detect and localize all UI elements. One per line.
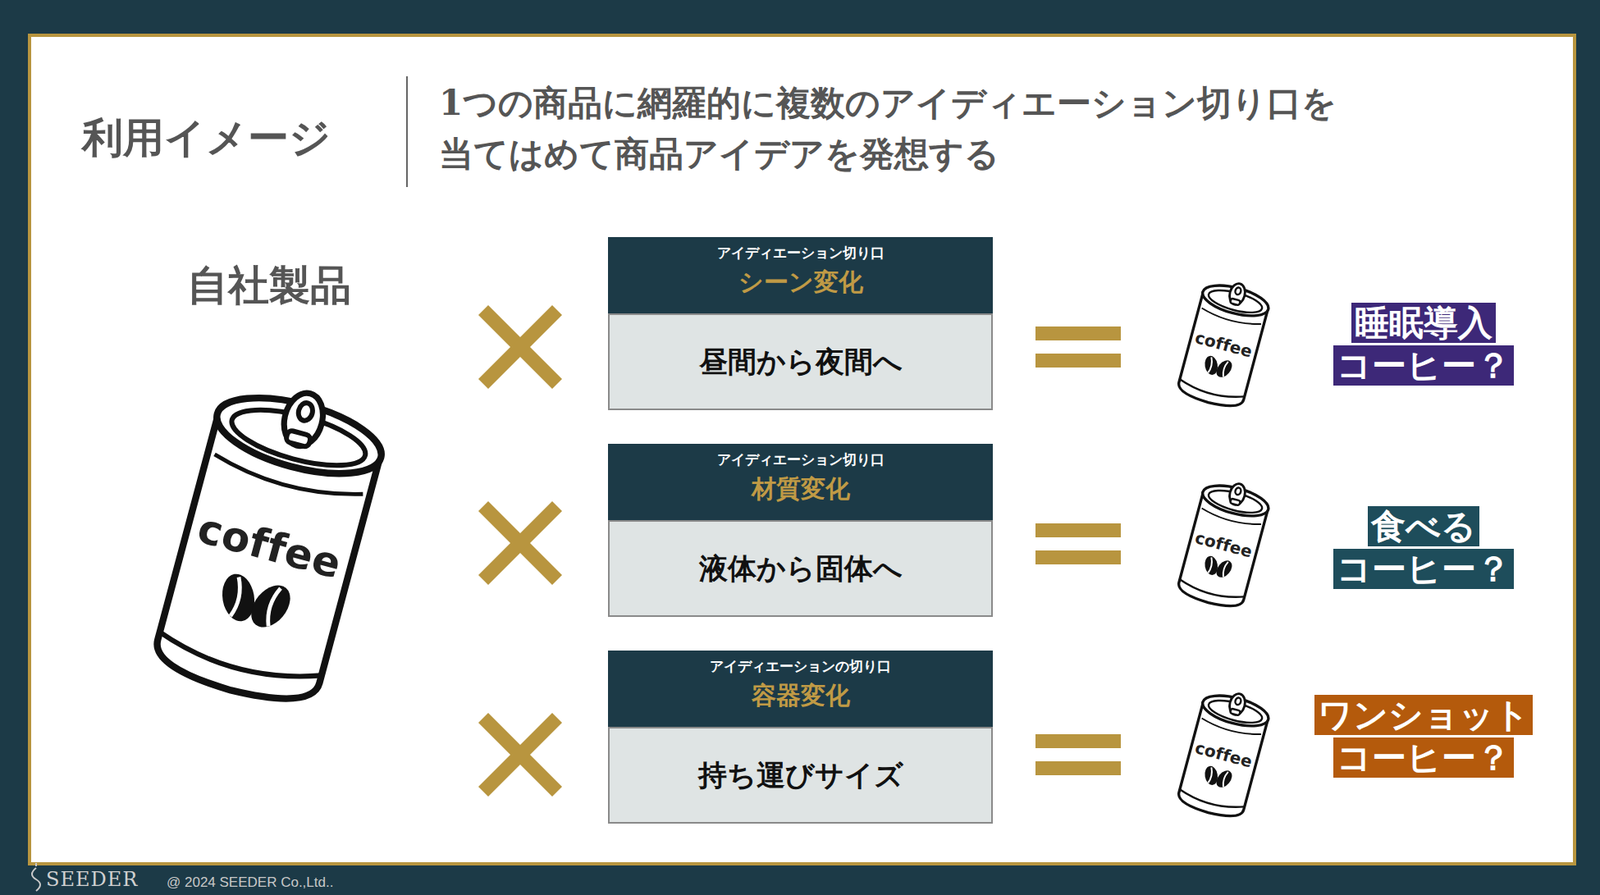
highlight-line: 睡眠導入 コーヒー？: [1333, 302, 1514, 386]
subtitle: 1つの商品に網羅的に複数のアイディエーション切り口を 当てはめて商品アイデアを発…: [438, 77, 1539, 180]
logo-mark: [32, 863, 41, 892]
result-highlight: 睡眠導入 コーヒー？: [1302, 301, 1545, 388]
idea-card: アイディエーション切り口材質変化液体から固体へ: [608, 443, 993, 618]
card-header: アイディエーションの切り口容器変化: [608, 650, 993, 727]
multiply-signs: [483, 310, 558, 792]
card-heading: 材質変化: [608, 470, 993, 508]
card-text: 液体から固体へ: [699, 549, 903, 589]
card-text: 昼間から夜間へ: [699, 342, 903, 382]
card-kicker: アイディエーション切り口: [608, 242, 993, 264]
highlight-text: 睡眠導入 コーヒー？: [1302, 301, 1545, 388]
equal-signs: [1035, 326, 1121, 776]
company-logo: SEEDER: [45, 868, 138, 892]
page-title: 利用イメージ: [82, 113, 331, 163]
highlight-text: 食べる コーヒー？: [1302, 505, 1545, 591]
result-highlight: ワンショット コーヒー？: [1302, 694, 1545, 780]
card-body: 昼間から夜間へ: [608, 313, 993, 411]
card-heading: 容器変化: [608, 676, 993, 715]
highlight-line: ワンショット コーヒー？: [1314, 694, 1533, 778]
card-body: 持ち運びサイズ: [608, 726, 993, 824]
card-header: アイディエーション切り口材質変化: [608, 443, 993, 521]
product-label: 自社製品: [187, 260, 352, 311]
idea-card: アイディエーションの切り口容器変化持ち運びサイズ: [608, 650, 993, 824]
highlight-line: 食べる コーヒー？: [1333, 506, 1514, 590]
divider-line: [406, 76, 408, 188]
card-text: 持ち運びサイズ: [698, 756, 904, 796]
card-header: アイディエーション切り口シーン変化: [608, 237, 993, 314]
highlight-text: ワンショット コーヒー？: [1302, 694, 1545, 780]
copyright: @ 2024 SEEDER Co.,Ltd..: [166, 873, 334, 892]
idea-card: アイディエーション切り口シーン変化昼間から夜間へ: [608, 237, 993, 411]
card-kicker: アイディエーション切り口: [608, 448, 993, 471]
card-heading: シーン変化: [608, 263, 993, 302]
card-kicker: アイディエーションの切り口: [608, 655, 993, 677]
card-body: 液体から固体へ: [608, 520, 993, 618]
result-highlight: 食べる コーヒー？: [1302, 505, 1545, 591]
